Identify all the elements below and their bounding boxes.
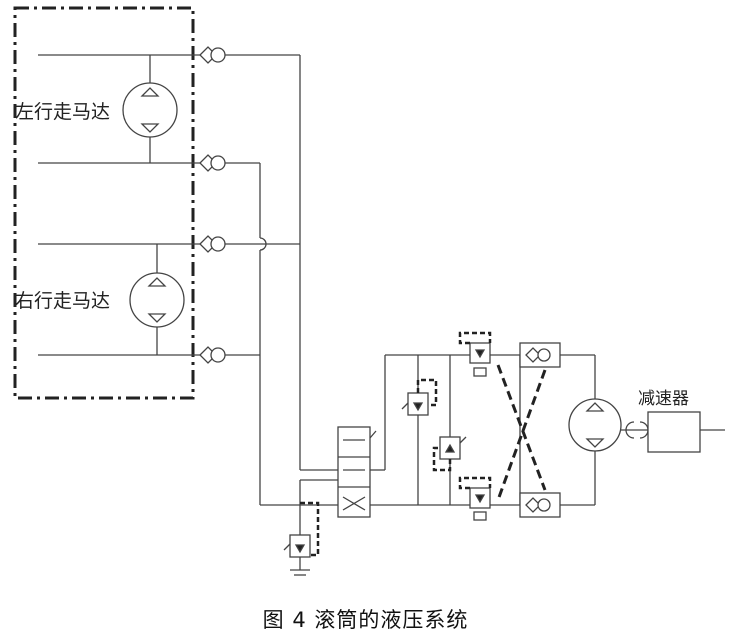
drum-motor-symbol <box>568 398 622 452</box>
left-motor-label: 左行走马达 <box>15 101 110 123</box>
hydraulic-diagram: 左行走马达 右行走马达 减速器 <box>13 6 725 576</box>
directional-valve <box>337 426 377 518</box>
cross-pilot-line <box>496 369 547 501</box>
check-valve <box>199 235 226 253</box>
pilot-line <box>416 378 438 407</box>
pilot-check-valve-bottom <box>519 492 561 518</box>
pilot-check-valve-top <box>519 342 561 368</box>
check-valve <box>199 346 226 364</box>
reducer-label: 减速器 <box>638 389 689 409</box>
check-valve <box>199 154 226 172</box>
pilot-line <box>458 476 492 490</box>
right-motor-symbol <box>129 272 185 328</box>
left-motor-symbol <box>122 82 178 138</box>
pilot-line <box>458 331 492 345</box>
motor-group-boundary <box>13 6 195 400</box>
pilot-line <box>432 446 452 472</box>
relief-valve-bottom <box>283 534 311 558</box>
check-valve <box>199 46 226 64</box>
pilot-line <box>300 501 320 557</box>
relief-valve-top <box>469 342 491 377</box>
right-motor-label: 右行走马达 <box>15 290 110 312</box>
reducer-box <box>647 411 701 453</box>
relief-valve-lower <box>469 487 491 521</box>
figure-caption: 图 4 滚筒的液压系统 <box>262 608 469 632</box>
cross-pilot-line <box>496 364 547 491</box>
